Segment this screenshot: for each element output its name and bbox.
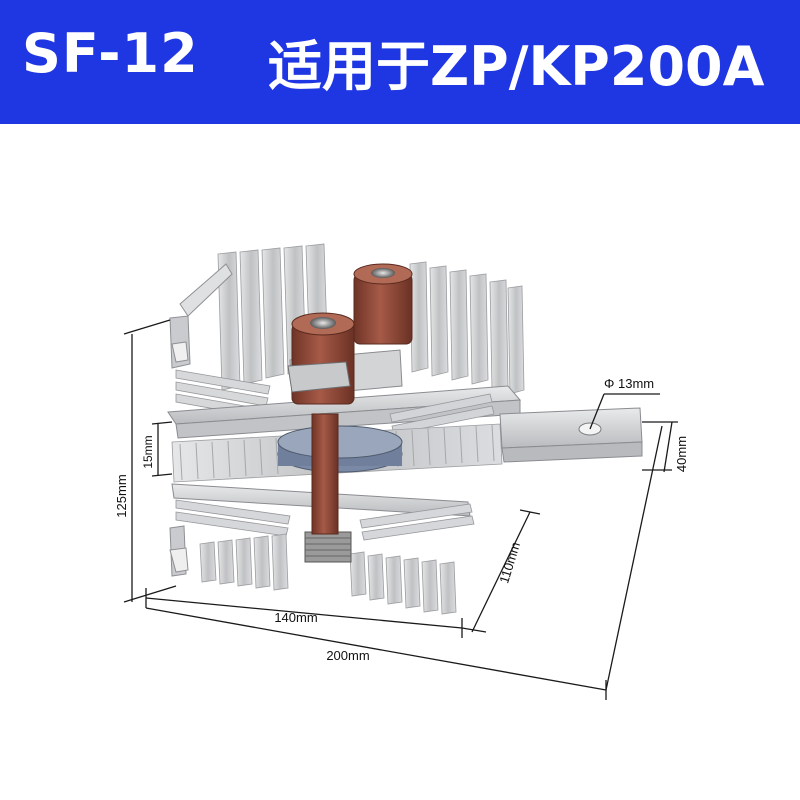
dim-depth: 110mm bbox=[496, 540, 523, 585]
title-banner: SF-12 适用于ZP/KP200A bbox=[0, 0, 800, 124]
dim-total-length: 200mm bbox=[326, 648, 369, 663]
upper-heatsink bbox=[167, 243, 525, 439]
lower-heatsink bbox=[169, 423, 503, 615]
terminal-tab bbox=[499, 407, 643, 463]
product-photo: Φ 13mm 125mm 15mm 40mm 110mm 140mm 200mm bbox=[114, 243, 689, 700]
dim-gap: 15mm bbox=[141, 435, 155, 468]
dim-width: 140mm bbox=[274, 610, 317, 625]
dim-tab-height: 40mm bbox=[674, 436, 689, 472]
dimension-lines bbox=[123, 319, 678, 700]
application-description: 适用于ZP/KP200A bbox=[268, 35, 765, 98]
dim-hole-diameter: Φ 13mm bbox=[604, 376, 654, 391]
model-code: SF-12 bbox=[22, 22, 199, 85]
dim-height: 125mm bbox=[114, 474, 129, 517]
center-device bbox=[277, 263, 413, 563]
